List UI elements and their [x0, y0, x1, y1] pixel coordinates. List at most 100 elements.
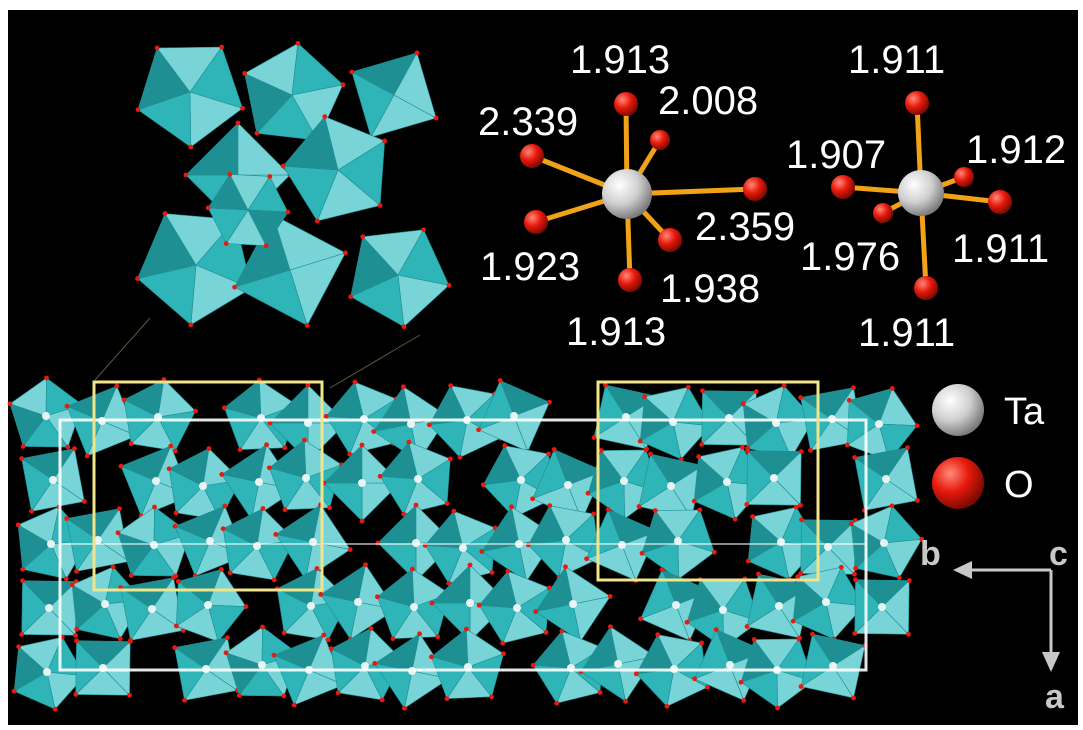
ta-center: [569, 600, 577, 608]
polyhedron: [232, 212, 348, 328]
bond-length-label: 1.938: [660, 267, 760, 311]
polyhedral-framework-strip: [7, 375, 925, 712]
polyhedron: [242, 40, 346, 143]
polyhedron: [349, 50, 439, 140]
ta-center: [361, 662, 369, 670]
ta-atom: [898, 170, 944, 216]
zoomed-polyhedra-inset: [135, 40, 452, 330]
polyhedron: [19, 578, 79, 638]
polyhedron: [744, 448, 804, 508]
bond-length-label: 1.911: [858, 311, 955, 355]
ta-center: [148, 605, 156, 613]
ta-center: [667, 482, 675, 490]
polyhedron: [374, 566, 453, 642]
ta-center: [723, 478, 731, 486]
polyhedron: [525, 503, 602, 580]
ta-center: [414, 475, 422, 483]
polyhedron: [377, 439, 453, 517]
ta-center: [204, 601, 212, 609]
polyhedron: [11, 634, 88, 712]
ta-center: [258, 661, 266, 669]
ta-center: [354, 598, 362, 606]
bond-length-label: 1.923: [480, 245, 580, 289]
ta-center: [358, 479, 366, 487]
o-atom: [988, 190, 1012, 214]
bond-length-label: 2.359: [695, 205, 795, 249]
axes-indicator: b c a: [920, 535, 1068, 716]
polyhedron: [476, 378, 552, 454]
ta-center: [770, 474, 778, 482]
bond-length-label: 1.907: [786, 133, 886, 177]
ta-center: [410, 603, 418, 611]
ta-center: [719, 606, 727, 614]
o-atom: [520, 144, 544, 168]
ta-center: [407, 420, 415, 428]
bond-length-label: 2.339: [478, 100, 578, 144]
bond-length-label: 1.913: [570, 38, 670, 82]
polyhedron: [852, 445, 920, 513]
ta-center: [152, 477, 160, 485]
ta-center: [875, 420, 883, 428]
bond-length-label: 2.008: [658, 79, 758, 123]
ta-center: [94, 536, 102, 544]
axis-label-a: a: [1045, 678, 1065, 716]
ta-center: [822, 598, 830, 606]
atom-legend: Ta O: [932, 384, 1045, 509]
polyhedron: [348, 227, 452, 330]
ta-center: [829, 662, 837, 670]
ta-center: [882, 475, 890, 483]
ta-atom-sphere-icon: [932, 384, 984, 436]
o-atom: [658, 228, 682, 252]
ta-center: [459, 544, 467, 552]
bond-length-label: 1.911: [848, 38, 945, 82]
o-atom: [618, 268, 642, 292]
ta-center: [726, 661, 734, 669]
ta-atom: [602, 169, 652, 219]
ta-center: [302, 474, 310, 482]
axis-label-c: c: [1049, 535, 1068, 573]
ta-center: [255, 478, 263, 486]
ta-center: [878, 603, 886, 611]
o-atom-sphere-icon: [932, 457, 984, 509]
polyhedron: [135, 44, 245, 150]
ta-center: [564, 481, 572, 489]
a-axis-arrowhead-icon: [1042, 652, 1060, 672]
polyhedron: [844, 386, 920, 464]
coordination-site-1: 1.913 2.008 2.339 2.359 1.923 1.938 1.91…: [478, 38, 795, 354]
ta-center: [775, 602, 783, 610]
ta-center: [43, 668, 51, 676]
o-atom: [905, 91, 929, 115]
ta-center: [42, 412, 50, 420]
polyhedron: [280, 114, 388, 224]
legend-label-ta: Ta: [1004, 391, 1045, 433]
ta-center: [307, 602, 315, 610]
legend-label-o: O: [1004, 464, 1034, 506]
o-atom: [954, 167, 974, 187]
ta-center: [620, 477, 628, 485]
ta-center: [513, 604, 521, 612]
polyhedron: [738, 636, 816, 711]
polyhedron: [73, 638, 133, 698]
ta-center: [880, 539, 888, 547]
ta-center: [517, 476, 525, 484]
polyhedron: [798, 631, 868, 701]
polyhedron: [422, 508, 498, 586]
bond-length-label: 1.911: [952, 227, 1049, 271]
ta-center: [45, 604, 53, 612]
highlight-box-right: [596, 380, 820, 582]
ta-center: [672, 601, 680, 609]
o-atom: [914, 276, 938, 300]
polyhedron: [852, 577, 912, 637]
ta-center: [47, 540, 55, 548]
polyhedron: [476, 568, 552, 646]
polyhedron: [790, 564, 867, 642]
ta-center: [510, 412, 518, 420]
polyhedron: [639, 507, 717, 582]
polyhedron: [205, 171, 291, 249]
bond-length-label: 1.912: [966, 128, 1066, 172]
zoom-connector-left: [94, 317, 151, 381]
o-atom: [873, 203, 893, 223]
bond-length-label: 1.913: [566, 310, 666, 354]
highlight-box-left: [92, 380, 324, 592]
